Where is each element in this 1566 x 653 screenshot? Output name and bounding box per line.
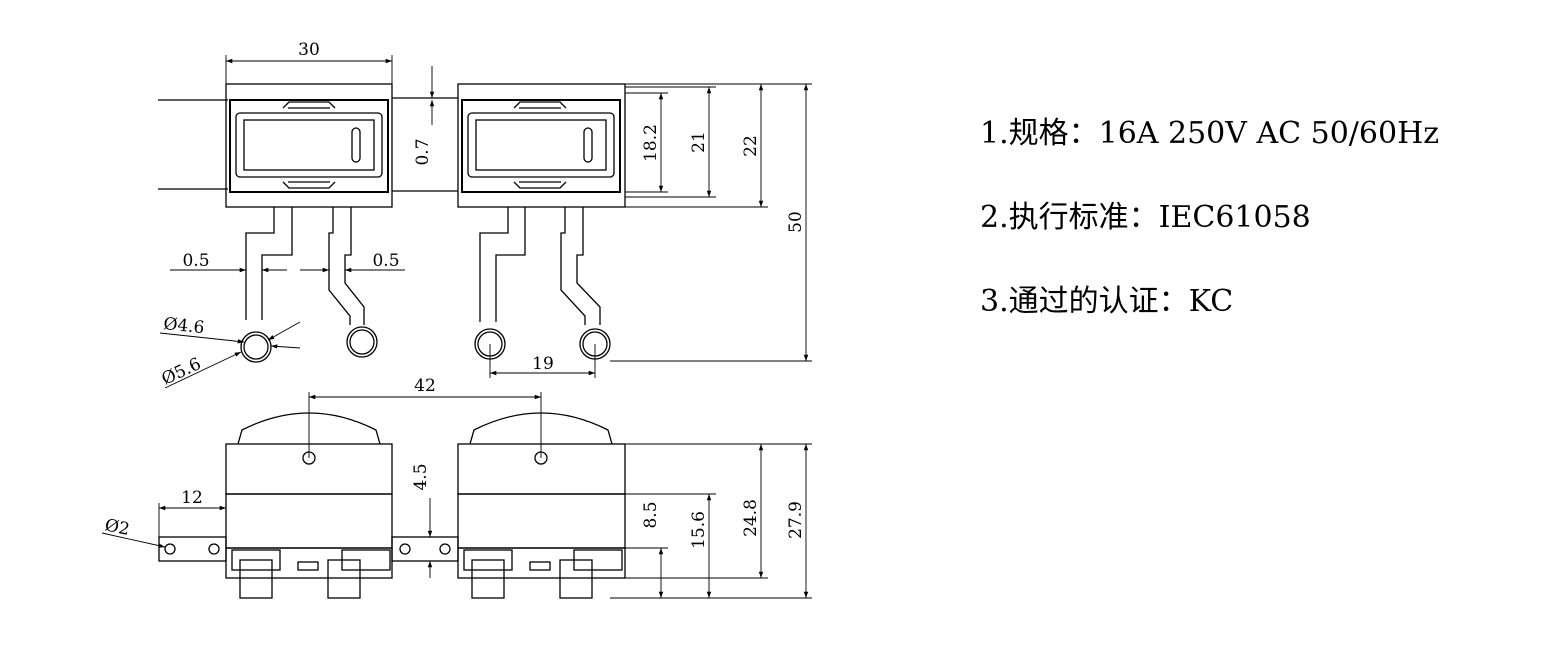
spec-standard: 2.执行标准：IEC61058 [980, 200, 1311, 235]
side-view-right-switch [457, 412, 626, 599]
top-view-left-switch [158, 83, 458, 363]
dim-42: 42 [414, 376, 436, 396]
dim-4-5: 4.5 [411, 463, 431, 490]
side-view-left-switch [158, 412, 459, 599]
dim-15-6: 15.6 [689, 511, 709, 549]
dim-22: 22 [741, 135, 761, 157]
technical-drawing: 30 0.7 18.2 21 22 50 0.5 0.5 Ø4.6 Ø5.6 1… [101, 40, 812, 599]
dimension-lines [101, 55, 812, 599]
dim-8-5: 8.5 [641, 501, 661, 528]
dim-d2: Ø2 [103, 515, 131, 540]
dim-30: 30 [298, 40, 320, 60]
dim-50: 50 [786, 211, 806, 233]
spec-rating: 1.规格：16A 250V AC 50/60Hz [980, 116, 1440, 151]
dim-24-8: 24.8 [741, 499, 761, 537]
dim-0-7: 0.7 [413, 138, 433, 165]
dim-d5-6: Ø5.6 [159, 354, 205, 389]
top-view-right-switch [457, 83, 626, 360]
dim-0-5-right: 0.5 [372, 251, 399, 271]
dim-21: 21 [689, 131, 709, 153]
dim-18-2: 18.2 [641, 124, 661, 162]
dim-d4-6: Ø4.6 [162, 314, 205, 338]
dim-19: 19 [532, 354, 554, 374]
dim-0-5-left: 0.5 [182, 251, 209, 271]
dim-27-9: 27.9 [786, 501, 806, 539]
dim-12: 12 [181, 488, 203, 508]
spec-certification: 3.通过的认证：KC [980, 284, 1234, 319]
